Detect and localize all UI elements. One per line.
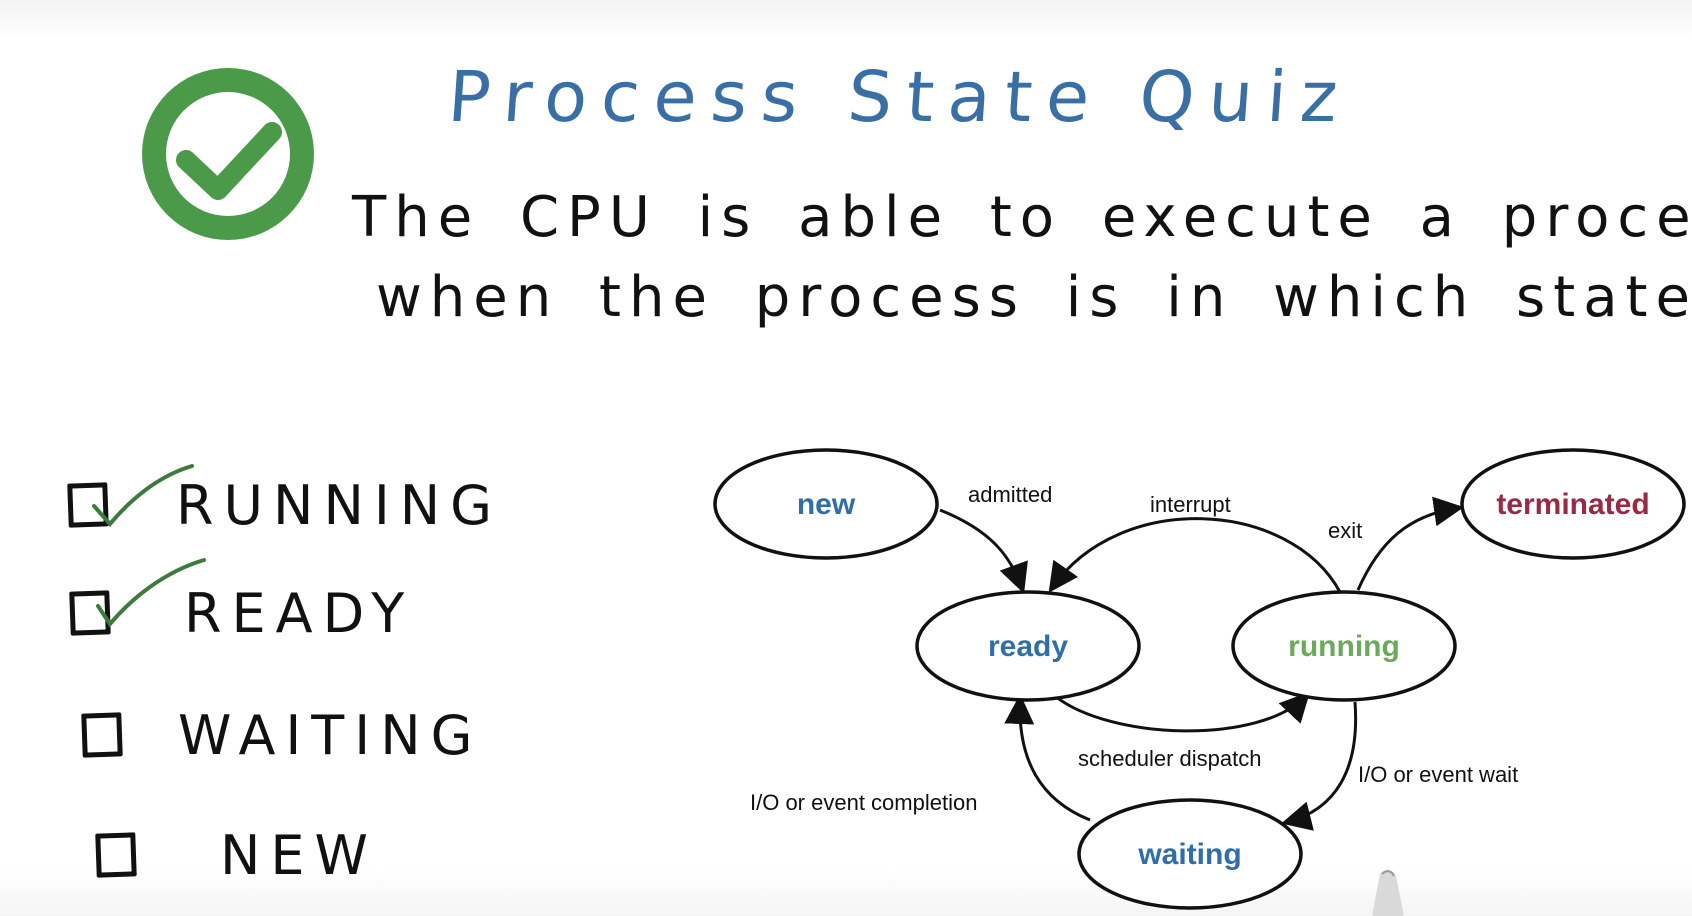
state-ready xyxy=(915,590,1141,702)
state-label-new: new xyxy=(797,488,856,521)
option-label-new: NEW xyxy=(220,823,378,887)
option-label-ready: READY xyxy=(184,581,415,645)
option-label-waiting: WAITING xyxy=(178,703,483,767)
option-new[interactable]: NEW xyxy=(95,820,378,890)
edge-admitted xyxy=(939,508,1028,594)
edge-io-completion xyxy=(1004,694,1091,822)
state-terminated xyxy=(1460,448,1686,560)
state-label-ready: ready xyxy=(988,630,1068,663)
option-label-running: RUNNING xyxy=(176,473,502,537)
question-line-1: The CPU is able to execute a process xyxy=(352,185,1692,250)
label-scheduler-dispatch: scheduler dispatch xyxy=(1078,746,1261,771)
edge-io-wait xyxy=(1281,701,1358,831)
state-label-running: running xyxy=(1288,630,1400,663)
state-label-waiting: waiting xyxy=(1137,838,1241,871)
check-circle-icon xyxy=(142,68,314,240)
label-interrupt: interrupt xyxy=(1150,492,1231,517)
checkbox-new[interactable] xyxy=(95,832,137,878)
option-running[interactable]: RUNNING xyxy=(67,470,502,540)
option-ready[interactable]: READY xyxy=(69,578,415,648)
label-admitted: admitted xyxy=(968,482,1052,507)
state-label-terminated: terminated xyxy=(1496,488,1649,521)
question-text: The CPU is able to execute a process whe… xyxy=(352,178,1692,338)
edge-exit xyxy=(1356,496,1464,591)
state-running xyxy=(1231,590,1457,702)
checkbox-ready[interactable] xyxy=(69,590,111,636)
pen-tip-icon xyxy=(1372,869,1404,916)
edge-scheduler-dispatch xyxy=(1054,691,1311,733)
page-title: Process State Quiz xyxy=(445,56,1355,138)
option-waiting[interactable]: WAITING xyxy=(81,700,483,770)
checkbox-running[interactable] xyxy=(67,482,109,528)
label-exit: exit xyxy=(1328,518,1362,543)
checkbox-waiting[interactable] xyxy=(81,712,123,758)
question-line-2: when the process is in which state(s) ? xyxy=(376,265,1692,330)
edge-interrupt xyxy=(1048,517,1342,593)
label-io-wait: I/O or event wait xyxy=(1358,762,1518,787)
state-new xyxy=(713,448,939,560)
label-io-completion: I/O or event completion xyxy=(750,790,977,815)
state-waiting xyxy=(1077,798,1303,910)
